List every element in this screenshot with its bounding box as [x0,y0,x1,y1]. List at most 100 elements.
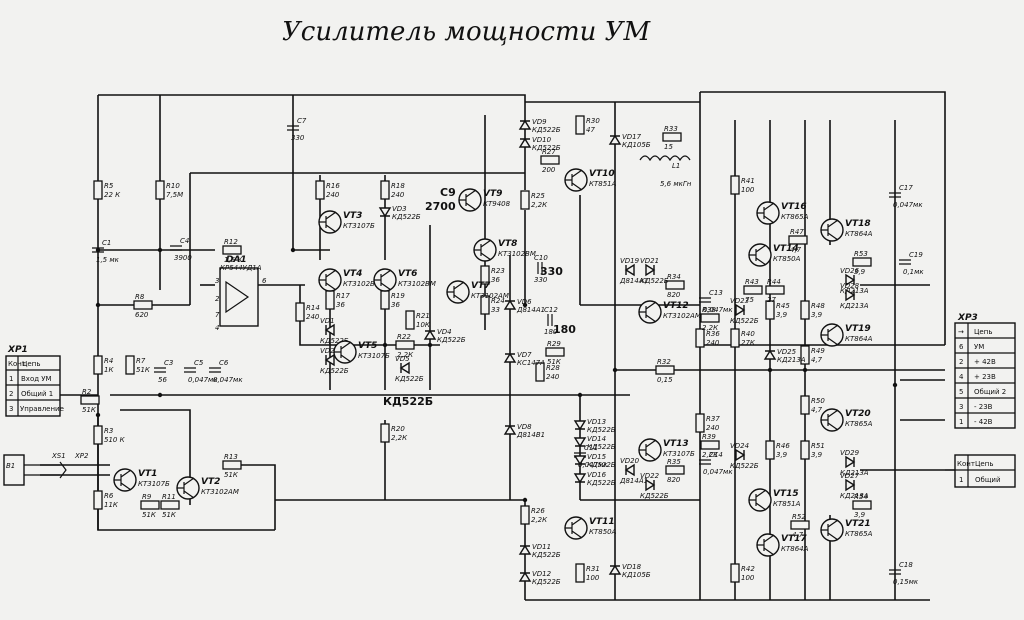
vd28-diode [845,288,856,302]
r29-resistor [545,347,565,357]
svg-text:4: 4 [215,324,219,332]
c7-capacitor [287,125,299,131]
vd16-label-0: VD16 [587,471,607,479]
vt7-label-0: VT7 [471,281,491,291]
svg-text:+ 23В: + 23В [974,373,996,381]
r53-resistor [852,257,872,267]
vt9-transistor [458,188,482,212]
vd15-label-0: VD15 [587,453,607,461]
vd23-label-0: VD23 [730,297,749,305]
vd12-label-1: КД522Б [532,578,561,586]
vd29-label-0: VD29 [840,449,860,457]
vd21-label-0: VD21 [640,257,659,265]
r40-label-1: 27К [741,339,756,347]
r4-resistor [93,355,103,375]
vd27-diode [845,478,856,492]
vt11-label-0: VT11 [589,517,615,527]
vd14-diode [573,437,587,448]
r36-resistor [695,328,705,348]
r51-label-0: R51 [811,442,825,450]
vt9-label-0: VT9 [483,189,502,199]
diagram-title: Усилитель мощности УМ [282,17,651,47]
r5-resistor [93,180,103,200]
vd25-label-1: КД213А [777,356,806,364]
r47-label-0: R47 [790,228,804,236]
vt2-transistor [176,476,200,500]
input-plug: В1 XS1 XP2 [3,452,89,486]
svg-text:Конт: Конт [8,360,26,368]
svg-text:2: 2 [959,358,963,366]
c12-label-1: 180 [544,328,558,336]
vd19-label-1: Д814А1 [619,277,648,285]
r16-label-1: 240 [326,191,340,199]
vd13-label-0: VD13 [587,418,606,426]
r2-label-0: R2 [82,388,92,396]
r20-resistor [380,423,390,443]
r9-resistor [140,500,160,510]
r7-resistor [125,355,135,375]
vt10-label-1: КТ851А [589,180,617,188]
r21-label-1: 10К [416,321,431,329]
vt6-transistor [373,268,397,292]
r9-label-0: R9 [142,493,152,501]
vt20-label-0: VT20 [845,409,871,419]
connector-xp1: ХР1 Конт Цепь 1 Вход УМ 2 Общий 1 3 Упра… [5,345,64,417]
r41-label-0: R41 [741,177,755,185]
r23-resistor [480,265,490,285]
vt21-label-1: КТ865А [845,530,873,538]
r34-resistor [665,280,685,290]
svg-text:ХР1: ХР1 [7,345,28,355]
svg-text:6: 6 [262,277,267,285]
c12-capacitor [547,314,553,326]
r23-label-0: R23 [491,267,505,275]
r26-label-1: 2,2К [531,516,548,524]
r48-label-0: R48 [811,302,825,310]
svg-text:Управление: Управление [20,405,64,413]
c12-value: 180 [553,323,576,336]
vt20-transistor [820,408,844,432]
r8-label-1: 620 [135,311,149,319]
c19-label-1: 0,1мк [903,268,924,276]
r18-label-0: R18 [391,182,405,190]
svg-text:→: → [958,328,964,336]
r29-label-0: R29 [547,340,561,348]
vt4-transistor [318,268,342,292]
r22-label-0: R22 [397,333,411,341]
r27-label-0: R27 [542,148,556,156]
vt12-label-0: VT12 [663,301,689,311]
vd6-diode [503,299,517,310]
vt18-transistor [820,218,844,242]
c10-label-0: C10 [534,254,548,262]
r36-label-1: 240 [706,339,720,347]
vd13-label-1: КД522Б [587,426,616,434]
vd24-label-0: VD24 [730,442,749,450]
r24-label-1: 33 [491,306,500,314]
vd7-diode [503,352,517,363]
connector-ground: Конт Цепь 1 Общий [945,454,1016,488]
r35-label-0: R35 [667,458,681,466]
vd24-label-1: КД522Б [730,462,759,470]
vt21-transistor [820,518,844,542]
r12-label-1: 1,5 К [224,256,243,264]
r3-label-1: 510 К [104,436,126,444]
r49-label-1: 4,7 [811,356,823,364]
r33-label-0: R33 [664,125,678,133]
c5-label-0: C5 [194,359,204,367]
svg-text:4: 4 [959,373,964,381]
vt16-label-1: КТ865А [781,213,809,221]
r11-label-0: R11 [162,493,176,501]
r3-label-0: R3 [104,427,113,435]
r38-label-1: 2,2К [702,324,719,332]
c3-label-1: 56 [158,376,167,384]
r11-resistor [160,500,180,510]
r43-label-0: R43 [745,278,759,286]
vd27-label-1: КД213А [840,492,869,500]
r21-label-0: R21 [416,312,430,320]
svg-text:5: 5 [959,388,963,396]
r26-label-0: R26 [531,507,545,515]
r50-label-1: 4,7 [811,406,823,414]
vt16-label-0: VT16 [781,202,807,212]
vd19-diode [624,263,635,277]
